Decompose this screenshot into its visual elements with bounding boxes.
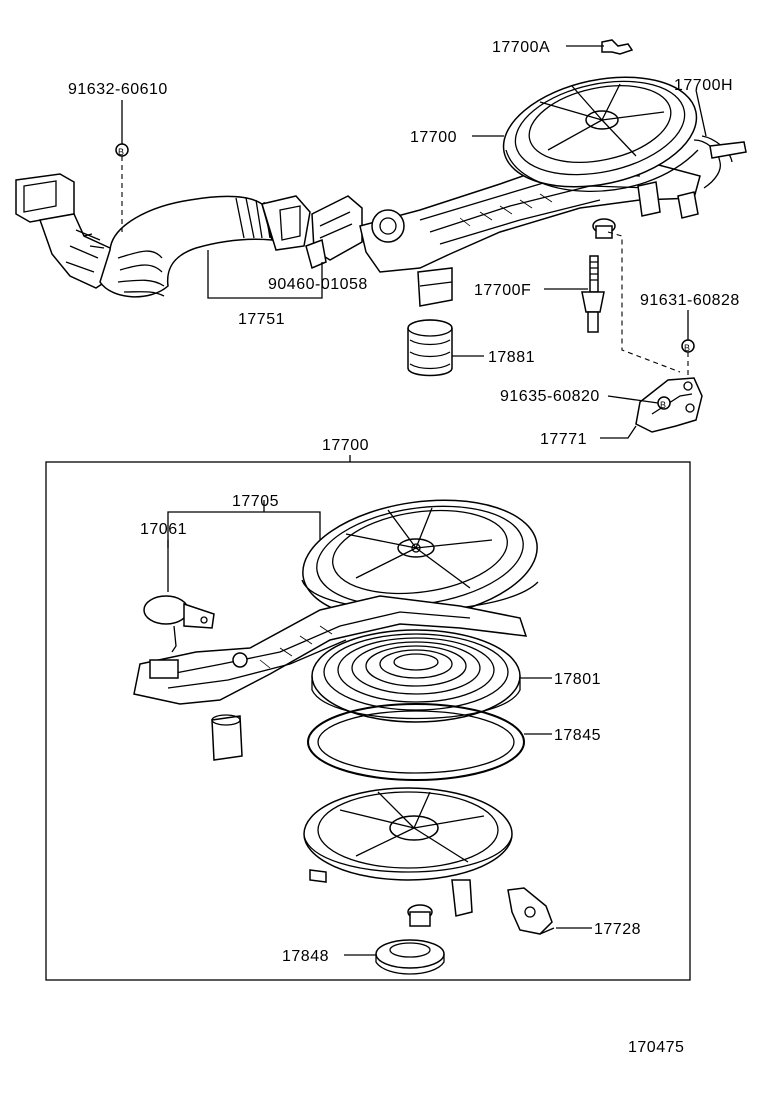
top-leader-lines <box>121 45 707 439</box>
switch-17061 <box>143 595 215 653</box>
label-17801: 17801 <box>554 671 601 688</box>
bolt-marker-b-91631: B <box>681 339 695 353</box>
bolt-marker-b-91635: B <box>657 396 671 410</box>
label-90460-01058: 90460-01058 <box>268 276 368 293</box>
label-17700H: 17700H <box>674 77 733 94</box>
cover-arm-bracket <box>133 595 528 761</box>
hose-17881 <box>407 319 453 377</box>
illustration-number: 170475 <box>628 1039 684 1056</box>
exploded-assembly-box: 17700 17705 17061 <box>45 437 691 981</box>
label-17728: 17728 <box>594 921 641 938</box>
label-17700-top: 17700 <box>410 129 457 146</box>
label-17751: 17751 <box>238 311 285 328</box>
assembly-frame <box>45 461 691 981</box>
label-17700-box: 17700 <box>322 437 369 454</box>
label-17881: 17881 <box>488 349 535 366</box>
air-cleaner-housing-arm <box>359 155 701 307</box>
label-17845: 17845 <box>554 727 601 744</box>
svg-text:B: B <box>118 147 125 157</box>
label-17700F: 17700F <box>474 282 531 299</box>
label-91632-60610: 91632-60610 <box>68 81 168 98</box>
gasket-17845 <box>307 703 525 781</box>
label-17848: 17848 <box>282 948 329 965</box>
hose-17700H <box>693 135 747 189</box>
air-cleaner-case-bottom <box>303 787 513 927</box>
housing-grommet <box>592 218 616 239</box>
label-91631-60828: 91631-60828 <box>640 292 740 309</box>
label-17061: 17061 <box>140 521 187 538</box>
label-17705: 17705 <box>232 493 279 510</box>
air-cleaner-case-top <box>502 76 699 192</box>
valve-17728 <box>507 887 555 935</box>
stud-17700F <box>581 255 605 333</box>
top-air-cleaner-assembly: B B B 17700A 17700H 9163 <box>15 39 747 448</box>
label-17700A: 17700A <box>492 39 550 56</box>
housing-clips <box>637 181 699 219</box>
svg-text:B: B <box>660 400 667 410</box>
bolt-marker-b-91632: B <box>115 143 129 157</box>
wing-nut-17700A <box>601 39 634 55</box>
filter-element-17801 <box>311 629 521 723</box>
svg-text:B: B <box>684 343 691 353</box>
label-91635-60820: 91635-60820 <box>500 388 600 405</box>
label-17771: 17771 <box>540 431 587 448</box>
grommet-17848 <box>375 939 445 975</box>
air-hose-17751 <box>99 195 311 298</box>
clip-90460-01058 <box>305 195 363 270</box>
